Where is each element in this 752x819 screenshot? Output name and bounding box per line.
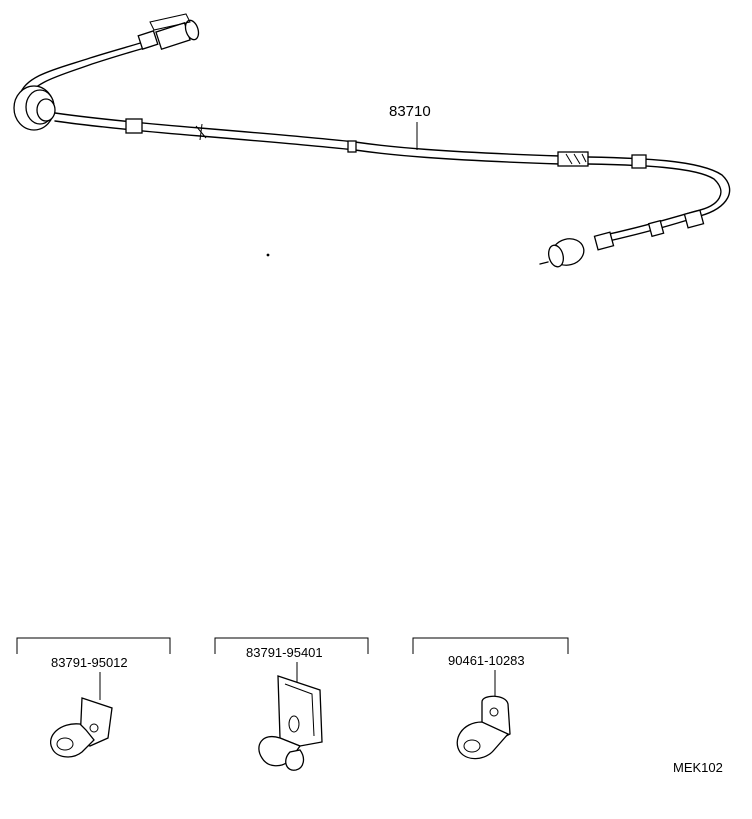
diagram-code: MEK102 bbox=[673, 760, 723, 775]
clamp-frame-1 bbox=[16, 637, 171, 654]
clamp-part-number-2: 83791-95401 bbox=[246, 645, 323, 660]
cable-clamp-icon bbox=[50, 697, 113, 758]
clamp-frame-3 bbox=[412, 637, 569, 654]
speedometer-cable-icon bbox=[13, 13, 731, 268]
bracket-clamp-icon bbox=[258, 675, 323, 771]
clamp-part-number-3: 90461-10283 bbox=[448, 653, 525, 668]
clamp-frame-2 bbox=[214, 637, 369, 654]
part-number-83710: 83710 bbox=[389, 103, 431, 120]
cable-clamp-icon bbox=[456, 695, 511, 760]
clamp-part-number-1: 83791-95012 bbox=[51, 655, 128, 670]
